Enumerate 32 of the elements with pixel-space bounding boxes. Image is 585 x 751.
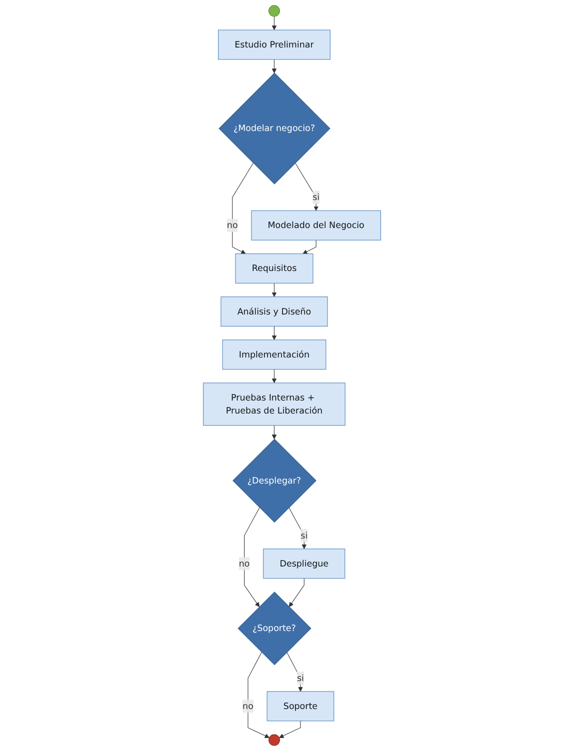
node-diamond: ¿Modelar negocio? (219, 72, 331, 184)
arrow (248, 652, 270, 738)
node-box: Estudio Preliminar (218, 30, 331, 60)
arrow (289, 578, 305, 608)
edge-label: si (301, 530, 308, 540)
arrow (272, 59, 278, 74)
node-diamond: ¿Soporte? (238, 592, 312, 666)
node-box: Implementación (222, 340, 327, 370)
arrow (244, 507, 260, 608)
edge-label: no (243, 700, 254, 712)
edge-label: no (227, 220, 238, 230)
node-box: Modelado del Negocio (252, 210, 382, 240)
edge-label: si (313, 192, 320, 202)
node-circle (268, 5, 280, 17)
edge-label: si (297, 672, 304, 684)
arrow (272, 282, 278, 298)
edge-label: no (239, 558, 250, 569)
arrow (272, 326, 278, 340)
node-diamond: ¿Desplegar? (233, 438, 317, 523)
arrow (232, 162, 254, 254)
node-circle (268, 734, 280, 746)
node-box: Despliegue (264, 548, 346, 579)
arrow (279, 720, 302, 738)
node-box: Requisitos (236, 254, 314, 284)
arrow (303, 240, 317, 254)
arrow (272, 369, 278, 384)
arrow (272, 425, 278, 440)
arrow (295, 162, 319, 211)
node-box: Análisis y Diseño (221, 296, 328, 327)
node-box: Pruebas Internas + Pruebas de Liberación (204, 382, 346, 426)
node-box: Soporte (267, 691, 335, 722)
arrow (272, 16, 278, 30)
